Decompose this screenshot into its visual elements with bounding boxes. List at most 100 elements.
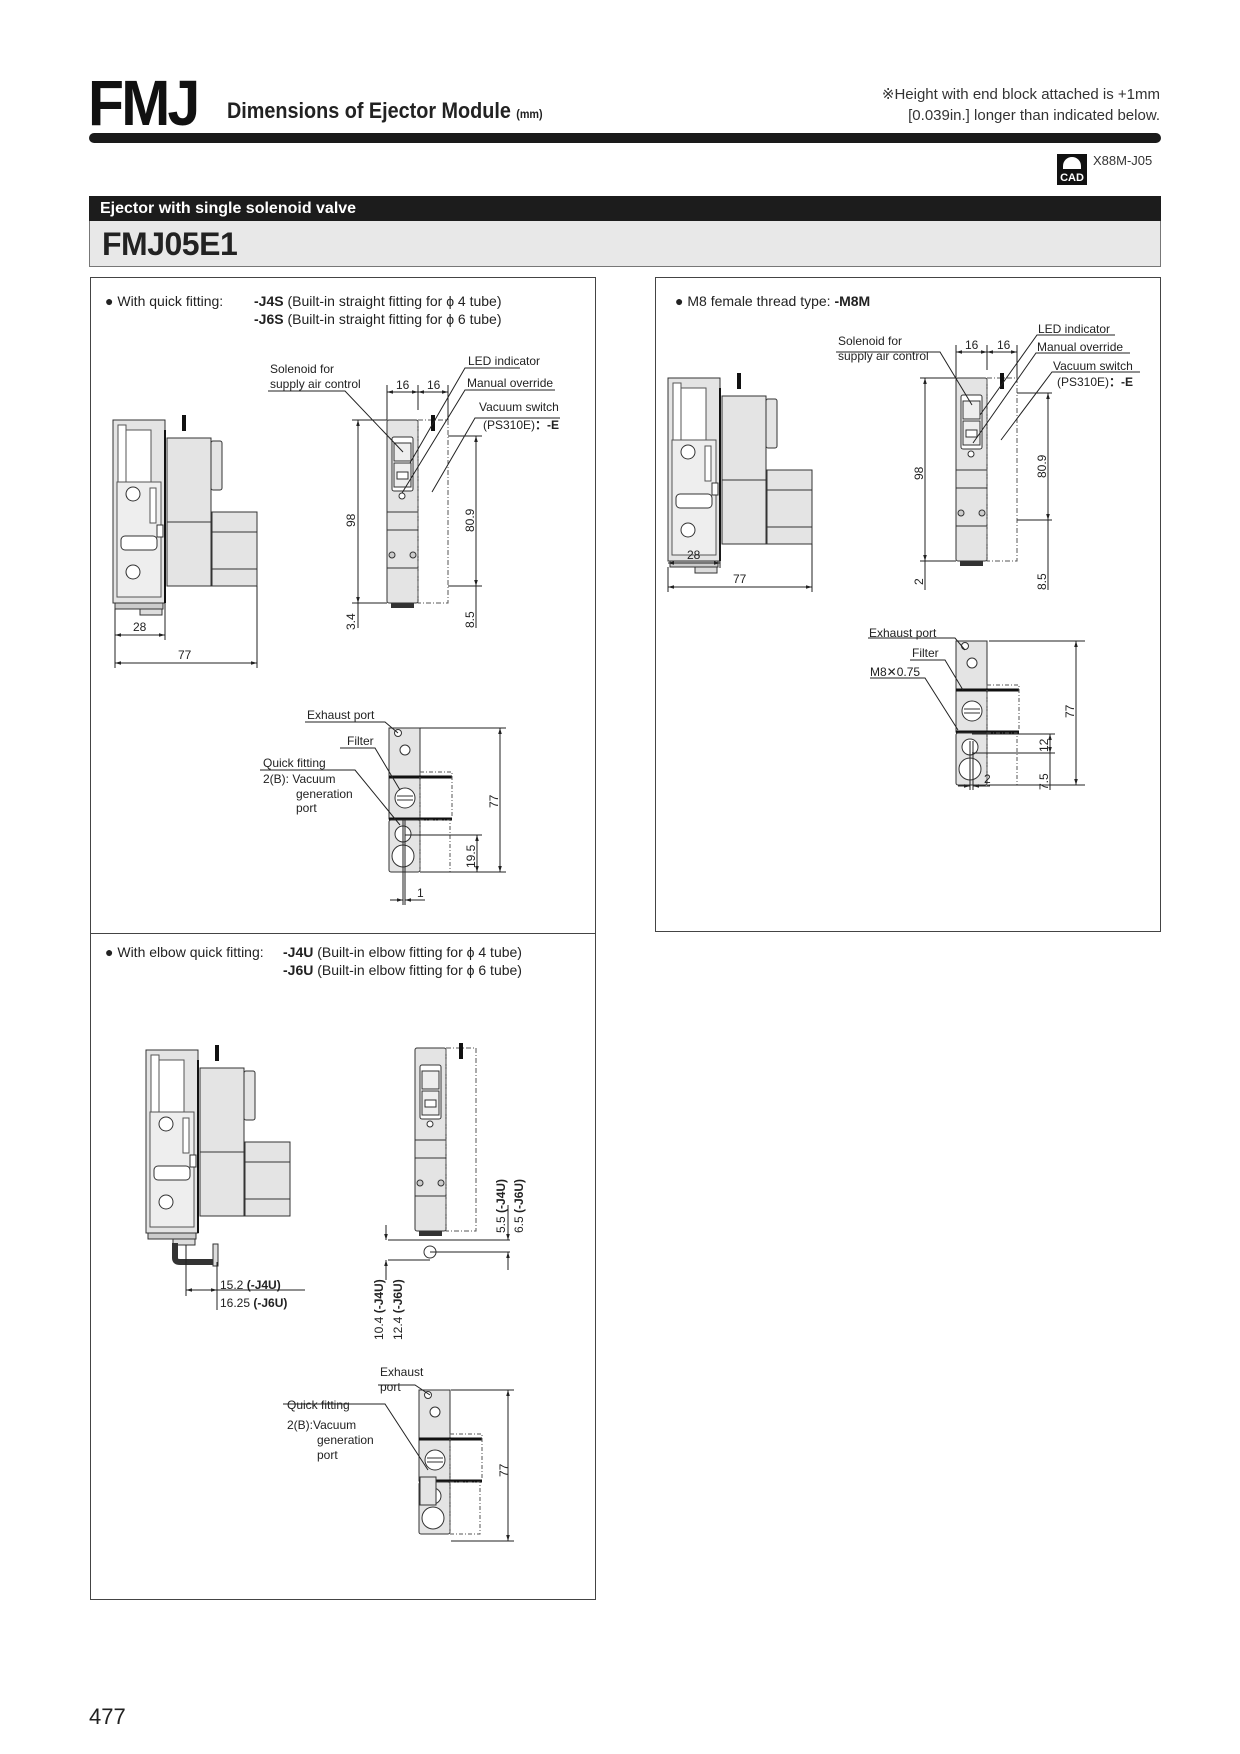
label-solenoid: Solenoid for	[270, 362, 335, 376]
dim-16-25: 16.25 (-J6U)	[220, 1296, 287, 1310]
dim-bottom-77: 77	[1063, 704, 1077, 718]
label-manual-override: Manual override	[467, 376, 554, 390]
label-vacuum-port: 2(B): Vacuum	[263, 772, 336, 786]
quick-fitting-intro-text: With quick fitting:	[117, 293, 224, 309]
label-led: LED indicator	[1038, 322, 1111, 336]
dim-bottom-77: 77	[487, 794, 501, 808]
dim-8-5: 8.5	[1035, 573, 1049, 590]
dim-8-5: 8.5	[463, 611, 477, 628]
label-vacuum-port-2: generation	[317, 1433, 374, 1447]
vacuum-switch-model: (PS310E)	[1057, 375, 1110, 389]
dim-5-5: 5.5 (-J4U)	[494, 1179, 508, 1233]
dim-option: (-J4U)	[246, 1278, 281, 1292]
label-vacuum-port: 2(B):Vacuum	[287, 1418, 357, 1432]
dim-19-5: 19.5	[464, 844, 478, 868]
dim-option: (-J6U)	[391, 1279, 405, 1314]
dim-28: 28	[133, 620, 147, 634]
option-desc: (Built-in elbow fitting for ϕ 6 tube)	[317, 962, 522, 978]
dim-value: 16.25	[220, 1296, 251, 1310]
dim-12: 12	[1037, 738, 1051, 752]
option-desc: (Built-in straight fitting for ϕ 6 tube)	[287, 311, 502, 327]
label-vacuum-port-3: port	[296, 801, 317, 815]
cad-icon[interactable]: CAD	[1057, 154, 1087, 185]
panel-left	[90, 277, 596, 1600]
label-exhaust-port: port	[380, 1380, 401, 1394]
label-exhaust-port: Exhaust port	[307, 708, 375, 722]
dim-12-4: 12.4 (-J6U)	[391, 1279, 405, 1340]
label-solenoid-2: supply air control	[838, 349, 929, 363]
height-note-line1: ※Height with end block attached is +1mm	[881, 86, 1160, 103]
dim-15-2: 15.2 (-J4U)	[220, 1278, 281, 1292]
option-j6s: -J6S (Built-in straight fitting for ϕ 6 …	[254, 311, 502, 327]
m8-intro-text: M8 female thread type:	[687, 293, 831, 309]
label-vacuum-switch: Vacuum switch	[1053, 359, 1133, 373]
dim-6-5: 6.5 (-J6U)	[512, 1179, 526, 1233]
quick-fitting-intro: ● With quick fitting:	[105, 293, 224, 309]
label-filter: Filter	[347, 734, 374, 748]
dim-value: 15.2	[220, 1278, 244, 1292]
dim-2: 2	[912, 578, 926, 585]
dim-3-4: 3.4	[344, 613, 358, 630]
elbow-intro-text: With elbow quick fitting:	[117, 944, 264, 960]
label-solenoid-2: supply air control	[270, 377, 361, 391]
dim-value: 6.5	[512, 1216, 526, 1233]
series-brand: FMJ	[88, 67, 200, 139]
cad-code[interactable]: X88M-J05	[1093, 153, 1153, 168]
height-note-line2: [0.039in.] longer than indicated below.	[908, 107, 1160, 124]
unit-label: (mm)	[516, 107, 543, 121]
dim-value: 5.5	[494, 1216, 508, 1233]
dim-option: (-J4U)	[494, 1178, 508, 1213]
dim-option: (-J6U)	[253, 1296, 288, 1310]
label-quick-fitting: Quick fitting	[263, 756, 326, 770]
label-led: LED indicator	[468, 354, 541, 368]
label-vacuum-port-2: generation	[296, 787, 353, 801]
page-title: Dimensions of Ejector Module (mm)	[227, 98, 543, 124]
dim-16b: 16	[427, 378, 441, 392]
dim-80-9: 80.9	[463, 508, 477, 532]
option-desc: (Built-in straight fitting for ϕ 4 tube)	[287, 293, 502, 309]
dim-value: 12.4	[391, 1316, 405, 1340]
dim-77: 77	[178, 648, 192, 662]
m8-intro: ● M8 female thread type: -M8M	[675, 293, 871, 309]
dim-28: 28	[687, 548, 701, 562]
dim-16a: 16	[396, 378, 410, 392]
vacuum-switch-model: (PS310E)	[483, 418, 536, 432]
label-vacuum-switch-model: (PS310E)：-E	[1057, 373, 1133, 390]
vacuum-switch-option: ：-E	[1109, 375, 1134, 389]
panel-m8	[655, 277, 1161, 932]
label-m8-thread: M8✕0.75	[870, 665, 921, 679]
dim-option: (-J6U)	[512, 1178, 526, 1213]
label-vacuum-switch-model: (PS310E)：-E	[483, 416, 559, 433]
option-j4s: -J4S (Built-in straight fitting for ϕ 4 …	[254, 293, 502, 309]
panel-divider	[90, 933, 596, 934]
m8-code: -M8M	[834, 293, 871, 309]
dim-2-bottom: 2	[984, 772, 991, 786]
label-manual-override: Manual override	[1037, 340, 1124, 354]
dim-option: (-J4U)	[372, 1279, 386, 1314]
cad-icon-label: CAD	[1060, 172, 1084, 184]
option-code: -J6S	[254, 311, 284, 327]
dim-value: 10.4	[372, 1316, 386, 1340]
dim-10-4: 10.4 (-J4U)	[372, 1279, 386, 1340]
elbow-intro: ● With elbow quick fitting:	[105, 944, 264, 960]
dim-7-5: 7.5	[1037, 773, 1051, 790]
label-vacuum-port-3: port	[317, 1448, 338, 1462]
dim-80-9: 80.9	[1035, 454, 1049, 478]
label-exhaust-port: Exhaust port	[869, 626, 937, 640]
option-j4u: -J4U (Built-in elbow fitting for ϕ 4 tub…	[283, 944, 522, 960]
header-divider	[89, 133, 1161, 143]
option-code: -J6U	[283, 962, 314, 978]
dim-77: 77	[733, 572, 747, 586]
dim-98: 98	[344, 513, 358, 527]
page-number: 477	[89, 1704, 126, 1729]
page-title-text: Dimensions of Ejector Module	[227, 98, 511, 123]
option-code: -J4S	[254, 293, 284, 309]
dim-16a: 16	[965, 338, 979, 352]
dim-1: 1	[417, 886, 424, 900]
model-title: FMJ05E1	[89, 221, 1161, 267]
label-filter: Filter	[912, 646, 939, 660]
category-band: Ejector with single solenoid valve	[89, 196, 1161, 221]
vacuum-switch-option: ：-E	[535, 418, 560, 432]
dim-bottom-77: 77	[497, 1463, 511, 1477]
